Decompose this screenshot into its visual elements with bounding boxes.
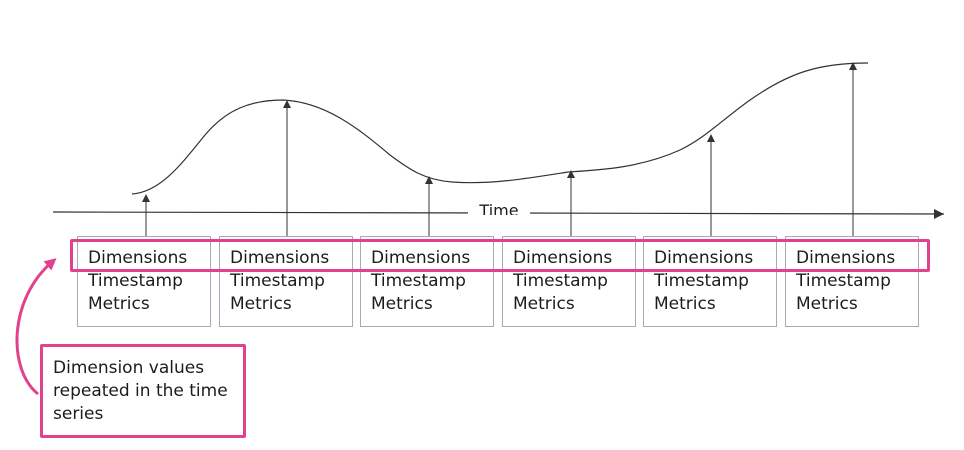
record-timestamp-label: Timestamp <box>88 271 183 291</box>
dimensions-highlight-box <box>70 239 930 272</box>
record-metrics-label: Metrics <box>230 294 292 314</box>
record-metrics-label: Metrics <box>371 294 433 314</box>
record-dimensions-label: Dimensions <box>88 248 188 268</box>
record-metrics-label: Metrics <box>88 294 150 314</box>
record-metrics-label: Metrics <box>654 294 716 314</box>
time-series-curve <box>131 62 869 195</box>
record-card-3: Dimensions Timestamp Metrics <box>360 236 494 327</box>
record-card-6: Dimensions Timestamp Metrics <box>785 236 919 327</box>
callout-text: Dimension values repeated in the time se… <box>53 358 228 424</box>
record-timestamp-label: Timestamp <box>371 271 466 291</box>
record-card-2: Dimensions Timestamp Metrics <box>219 236 353 327</box>
record-card-1: Dimensions Timestamp Metrics <box>77 236 211 327</box>
record-dimensions-label: Dimensions <box>654 248 754 268</box>
record-metrics-label: Metrics <box>796 294 858 314</box>
time-axis-arrowhead <box>934 209 944 219</box>
record-metrics-label: Metrics <box>513 294 575 314</box>
record-timestamp-label: Timestamp <box>513 271 608 291</box>
record-dimensions-label: Dimensions <box>230 248 330 268</box>
record-timestamp-label: Timestamp <box>230 271 325 291</box>
callout-box: Dimension values repeated in the time se… <box>40 344 246 438</box>
record-card-4: Dimensions Timestamp Metrics <box>502 236 636 327</box>
record-timestamp-label: Timestamp <box>654 271 749 291</box>
record-card-5: Dimensions Timestamp Metrics <box>643 236 777 327</box>
record-dimensions-label: Dimensions <box>371 248 471 268</box>
callout-connector-arrow <box>15 258 57 396</box>
record-dimensions-label: Dimensions <box>796 248 896 268</box>
record-dimensions-label: Dimensions <box>513 248 613 268</box>
time-axis-label: Time <box>468 201 530 215</box>
record-timestamp-label: Timestamp <box>796 271 891 291</box>
